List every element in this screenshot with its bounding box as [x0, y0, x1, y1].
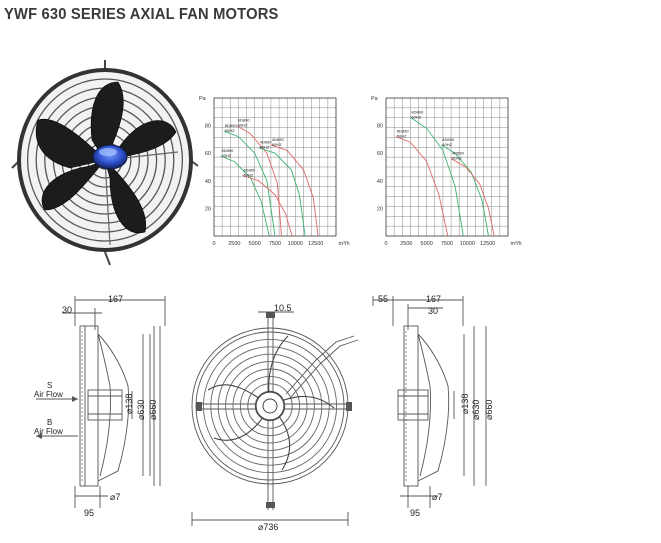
side-view-drawing-right — [372, 296, 487, 508]
series-label: 8D890 — [411, 109, 424, 114]
x-tick-label: 5000 — [249, 241, 261, 247]
performance-chart-2: Pa 20 40 60 80 0 2500 5000 7500 10000 12500 m³/h 8D8… — [371, 96, 522, 247]
page-title: YWF 630 SERIES AXIAL FAN MOTORS — [4, 6, 279, 23]
y-tick-label: 80 — [377, 124, 383, 130]
dim-left-95: 95 — [84, 508, 95, 518]
series-line — [450, 158, 495, 237]
series-label: 4D690 — [260, 140, 273, 145]
dim-left-167: 167 — [108, 294, 124, 304]
y-unit-label: Pa — [371, 96, 379, 102]
flow-s-text: Air Flow — [34, 390, 63, 399]
x-tick-label: 0 — [212, 241, 215, 247]
series-label: 60HZ — [238, 123, 248, 128]
series-line — [441, 144, 489, 237]
x-tick-label: 7500 — [269, 241, 281, 247]
y-tick-label: 60 — [205, 151, 211, 157]
series-label: 50HZ — [397, 134, 407, 139]
x-tick-label: 12500 — [308, 241, 323, 247]
dim-right-dia-hub: ⌀138 — [460, 393, 470, 414]
dim-right-hole: ⌀7 — [432, 492, 443, 502]
dim-left-30: 30 — [62, 305, 73, 315]
series-line — [258, 147, 306, 237]
series-label: 6D890 — [238, 118, 251, 123]
series-line — [242, 174, 293, 237]
dim-right-30: 30 — [428, 306, 439, 316]
series-label: 60HZ — [272, 142, 282, 147]
dim-right-95: 95 — [410, 508, 421, 518]
series-label: 4D690 — [452, 151, 465, 156]
series-label: 8D890 — [397, 129, 410, 134]
series-label: 60HZ — [225, 128, 235, 133]
side-view-drawing-left — [36, 296, 166, 508]
x-tick-label: 2500 — [400, 241, 412, 247]
series-label: 4D690 — [272, 137, 285, 142]
series-line — [410, 116, 464, 237]
dim-right-dia-ring: ⌀630 — [471, 399, 481, 420]
series-line — [223, 130, 276, 237]
y-tick-label: 80 — [205, 124, 211, 130]
x-tick-label: m³/h — [339, 241, 350, 247]
dim-right-dia-outer: ⌀660 — [484, 399, 494, 420]
dim-right-167: 167 — [426, 294, 442, 304]
fan-photo — [11, 60, 199, 266]
x-tick-label: 2500 — [228, 241, 240, 247]
x-tick-label: 5000 — [421, 241, 433, 247]
series-label: 8D890 — [225, 123, 238, 128]
y-tick-label: 20 — [205, 206, 211, 212]
series-label: 4D690 — [442, 137, 455, 142]
series-label: 60HZ — [442, 142, 452, 147]
performance-chart-1: Pa 20 40 60 80 0 2500 5000 7500 10000 12500 m³/h 8D8… — [199, 96, 350, 247]
series-label: 60HZ — [452, 156, 462, 161]
flow-b-text: Air Flow — [34, 427, 63, 436]
series-line — [270, 144, 319, 237]
series-label: 60HZ — [411, 114, 421, 119]
x-tick-label: 10000 — [288, 241, 303, 247]
dim-front-736: ⌀736 — [258, 522, 279, 532]
series-line — [395, 136, 449, 237]
series-label: 50HZ — [222, 153, 232, 158]
x-tick-label: 10000 — [460, 241, 475, 247]
flow-b-letter: B — [47, 418, 53, 427]
dim-right-55: 55 — [378, 294, 389, 304]
series-label: 6D890 — [243, 167, 256, 172]
flow-s-letter: S — [47, 381, 53, 390]
x-tick-label: 0 — [384, 241, 387, 247]
x-tick-label: 7500 — [441, 241, 453, 247]
series-label: 8D890 — [222, 148, 235, 153]
plot-frame — [385, 97, 509, 237]
x-tick-label: 12500 — [480, 241, 495, 247]
dim-left-dia-outer: ⌀660 — [148, 399, 158, 420]
dim-front-10-5: 10.5 — [274, 303, 292, 313]
y-tick-label: 40 — [377, 179, 383, 185]
x-tick-label: m³/h — [511, 241, 522, 247]
front-view-drawing — [191, 311, 359, 526]
dim-left-dia-hub: ⌀138 — [124, 393, 134, 414]
series-label: 60HZ — [260, 145, 270, 150]
dim-left-dia-ring: ⌀630 — [136, 399, 146, 420]
y-tick-label: 40 — [205, 179, 211, 185]
y-tick-label: 20 — [377, 206, 383, 212]
series-label: 50HZ — [243, 172, 253, 177]
dim-left-hole: ⌀7 — [110, 492, 121, 502]
y-unit-label: Pa — [199, 96, 207, 102]
y-tick-label: 60 — [377, 151, 383, 157]
